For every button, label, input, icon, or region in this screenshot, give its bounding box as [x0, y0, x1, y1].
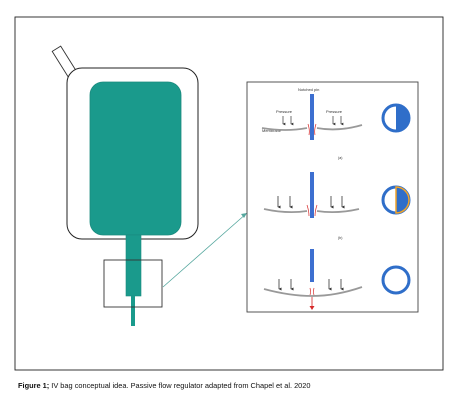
- membrane: [261, 127, 308, 131]
- pressure-label-right: Pressure: [326, 109, 343, 114]
- membrane: [316, 124, 363, 131]
- figure-caption: Figure 1; IV bag conceptual idea. Passiv…: [18, 381, 448, 390]
- leader-line: [162, 212, 248, 288]
- notched-pin-icon: [310, 172, 314, 218]
- membrane-label: Membrane: [262, 128, 282, 133]
- zoom-box: [103, 259, 163, 308]
- notched-pin-icon: [310, 94, 314, 140]
- stage-b: (b): [263, 172, 360, 240]
- membrane: [263, 286, 363, 297]
- leader-arrow: [241, 213, 247, 218]
- outlet-tube: [131, 296, 135, 326]
- flow-indicator-icon: [381, 185, 411, 215]
- pressure-label-left: Pressure: [276, 109, 293, 114]
- flow-indicator-icon: [381, 103, 411, 133]
- membrane: [263, 208, 308, 214]
- stage-a: Notched pin Pressure Pressure Membrane (…: [261, 87, 363, 160]
- caption-text: IV bag conceptual idea. Passive flow reg…: [49, 381, 311, 390]
- stage-c: [263, 249, 363, 310]
- iv-bag-icon: [66, 67, 199, 326]
- membrane: [316, 208, 360, 214]
- caption-label: Figure 1;: [18, 381, 50, 390]
- panel-label-b: (b): [338, 236, 342, 240]
- notched-pin-label: Notched pin: [298, 87, 319, 92]
- flow-indicator-icon: [381, 265, 411, 295]
- notched-pin-icon: [310, 249, 314, 282]
- bag-fluid: [89, 81, 182, 236]
- panel-label-a: (a): [338, 156, 342, 160]
- bag-neck: [125, 234, 142, 297]
- figure-frame: [14, 16, 444, 371]
